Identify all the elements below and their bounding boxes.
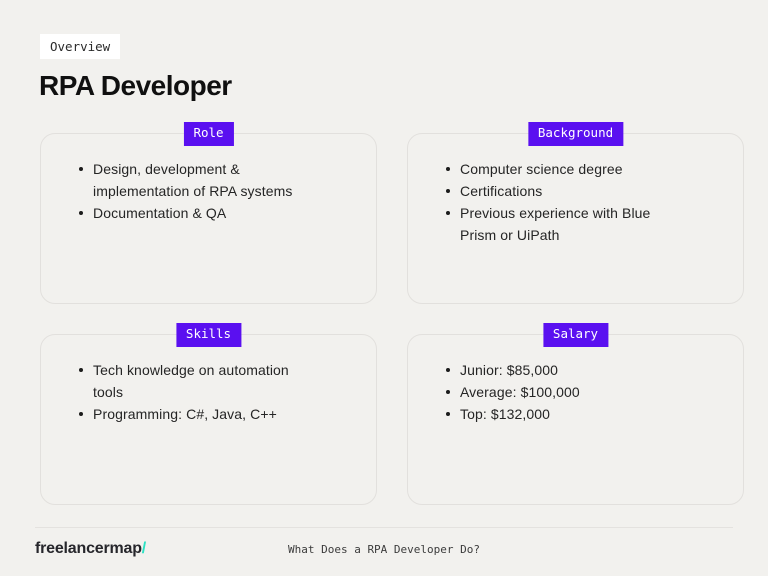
logo-text: freelancermap [35,540,142,557]
card-background-bullet-list: Computer science degree Certifications P… [444,158,680,246]
card-salary-body: Junior: $85,000 Average: $100,000 Top: $… [408,335,743,425]
freelancermap-logo: freelancermap/ [35,540,146,558]
card-role-badge: Role [183,122,234,146]
card-background-badge: Background [527,122,624,146]
bullet-item: Top: $132,000 [446,403,680,425]
footer-divider [35,527,733,528]
card-role-bullet-list: Design, development & implementation of … [77,158,313,224]
page-title: RPA Developer [39,70,232,101]
bullet-item: Computer science degree [446,158,680,180]
cards-grid: Role Design, development & implementatio… [40,122,744,505]
overview-tag: Overview [40,34,121,59]
card-skills-badge: Skills [175,323,242,347]
bullet-item: Design, development & implementation of … [79,158,313,202]
bullet-item: Programming: C#, Java, C++ [79,403,313,425]
card-background: Background Computer science degree Certi… [407,122,744,304]
bullet-item: Tech knowledge on automation tools [79,359,313,403]
card-role-body: Design, development & implementation of … [41,134,376,224]
card-salary-badge: Salary [542,323,609,347]
bullet-item: Documentation & QA [79,202,313,224]
card-salary: Salary Junior: $85,000 Average: $100,000… [407,323,744,505]
card-role: Role Design, development & implementatio… [40,122,377,304]
logo-slash: / [141,540,147,557]
card-skills: Skills Tech knowledge on automation tool… [40,323,377,505]
bullet-item: Previous experience with Blue Prism or U… [446,202,680,246]
card-background-body: Computer science degree Certifications P… [408,134,743,246]
card-skills-body: Tech knowledge on automation tools Progr… [41,335,376,425]
bullet-item: Junior: $85,000 [446,359,680,381]
card-salary-bullet-list: Junior: $85,000 Average: $100,000 Top: $… [444,359,680,425]
bullet-item: Certifications [446,180,680,202]
bullet-item: Average: $100,000 [446,381,680,403]
card-skills-bullet-list: Tech knowledge on automation tools Progr… [77,359,313,425]
footer-caption: What Does a RPA Developer Do? [287,543,481,556]
